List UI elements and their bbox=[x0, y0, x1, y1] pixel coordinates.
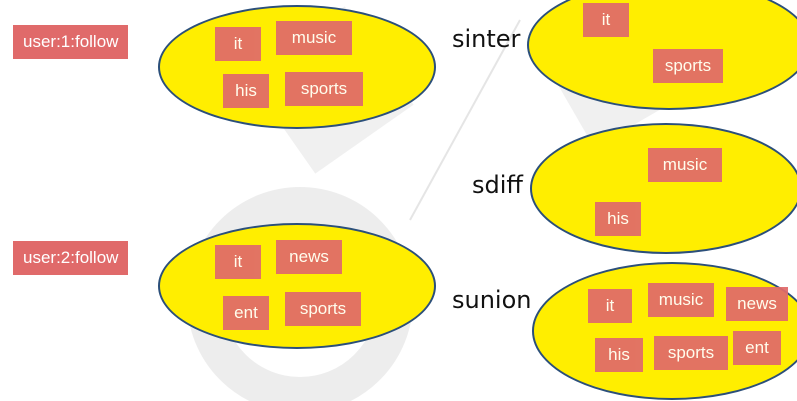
set-member-tag: it bbox=[215, 245, 261, 279]
set-member-tag: ent bbox=[733, 331, 781, 365]
set-member-tag: his bbox=[595, 338, 643, 372]
set-member-tag: sports bbox=[285, 292, 361, 326]
set-member-tag: sports bbox=[285, 72, 363, 106]
set-member-tag: it bbox=[588, 289, 632, 323]
set-member-tag: sports bbox=[654, 336, 728, 370]
operation-label-sdiff: sdiff bbox=[472, 171, 523, 199]
set-member-tag: music bbox=[276, 21, 352, 55]
set-member-tag: it bbox=[215, 27, 261, 61]
set-member-tag: music bbox=[648, 283, 714, 317]
set-member-tag: his bbox=[595, 202, 641, 236]
key-label-user2: user:2:follow bbox=[13, 241, 129, 275]
operation-label-sunion: sunion bbox=[452, 286, 532, 314]
key-label-user1: user:1:follow bbox=[13, 25, 129, 59]
set-member-tag: music bbox=[648, 148, 722, 182]
set-member-tag: his bbox=[223, 74, 269, 108]
set-ellipse-sdiff-result bbox=[530, 123, 797, 254]
set-member-tag: news bbox=[276, 240, 342, 274]
set-member-tag: ent bbox=[223, 296, 269, 330]
set-member-tag: it bbox=[583, 3, 629, 37]
set-member-tag: sports bbox=[653, 49, 723, 83]
operation-label-sinter: sinter bbox=[452, 25, 521, 53]
set-member-tag: news bbox=[726, 287, 788, 321]
